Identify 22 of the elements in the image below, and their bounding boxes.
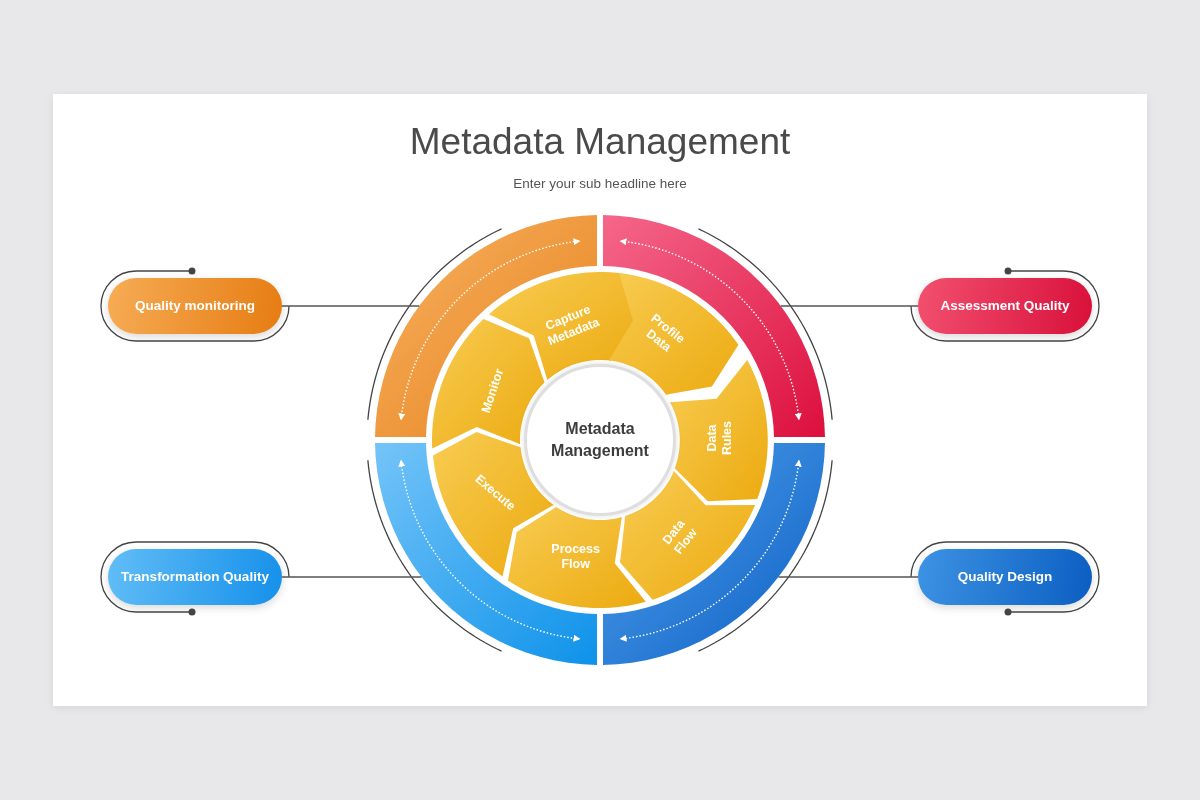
- pill-label: Transformation Quality: [120, 568, 270, 586]
- process-segment: [432, 432, 554, 577]
- connector-line: [780, 305, 919, 307]
- segment-label: Process Flow: [551, 542, 600, 573]
- category-pill: [918, 549, 1092, 605]
- connector-line: [777, 576, 919, 578]
- category-pill: [108, 278, 282, 334]
- process-segment: [432, 318, 545, 449]
- connector-line: [281, 305, 420, 307]
- pill-label: Quality monitoring: [134, 297, 256, 315]
- process-segment: [609, 273, 739, 395]
- process-segment: [619, 470, 755, 600]
- pill-label: Quality Design: [956, 568, 1054, 586]
- subtitle: Enter your sub headline here: [512, 176, 688, 191]
- pill-label: Assessment Quality: [939, 297, 1071, 315]
- category-pill: [108, 549, 282, 605]
- center-label: Metadata Management: [551, 419, 649, 461]
- title: Metadata Management: [408, 121, 792, 163]
- category-pill: [918, 278, 1092, 334]
- segment-label: Data Rules: [704, 420, 735, 455]
- connector-line: [281, 576, 423, 578]
- process-segment: [670, 359, 768, 501]
